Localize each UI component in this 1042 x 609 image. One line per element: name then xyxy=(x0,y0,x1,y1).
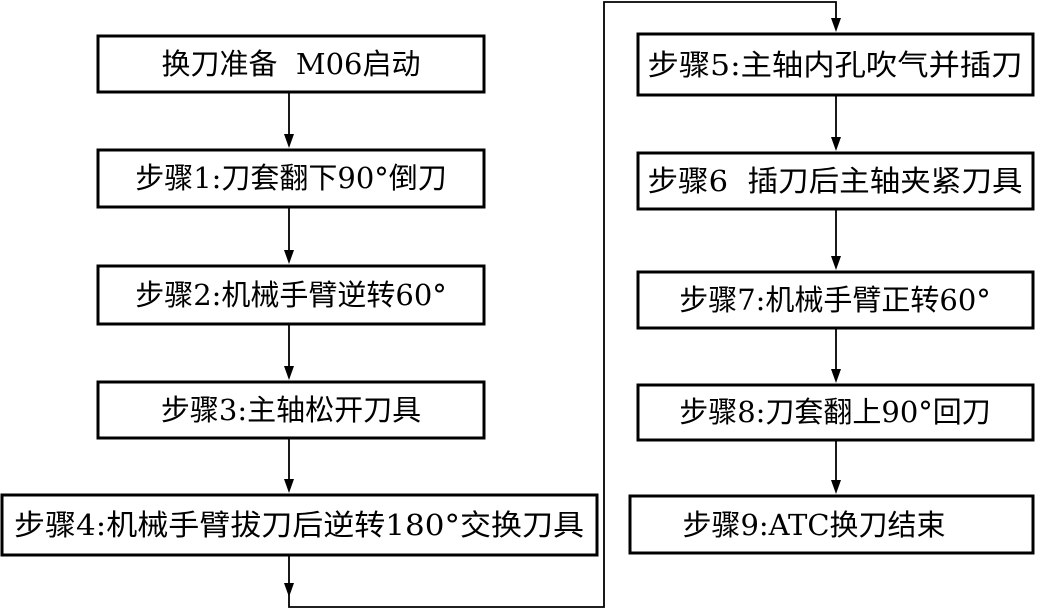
step-box-6 xyxy=(636,151,1035,211)
arrow-head-5-6 xyxy=(831,137,841,151)
step-label-5: 步骤5:主轴内孔吹气并插刀 xyxy=(648,48,1023,82)
step-box-9 xyxy=(628,494,1035,555)
step-0: 换刀准备 M06启动 xyxy=(96,34,486,94)
step-9: 步骤9:ATC换刀结束 xyxy=(628,494,1035,555)
step-box-3 xyxy=(96,380,486,440)
arrow-head-8-9 xyxy=(831,480,841,494)
step-6: 步骤6 插刀后主轴夹紧刀具 xyxy=(636,151,1035,211)
arrow-head-7-8 xyxy=(831,369,841,383)
step-label-7: 步骤7:机械手臂正转60° xyxy=(679,283,991,317)
step-label-8: 步骤8:刀套翻上90°回刀 xyxy=(679,395,991,429)
step-1: 步骤1:刀套翻下90°倒刀 xyxy=(96,148,486,209)
step-box-5 xyxy=(636,32,1035,97)
step-box-4 xyxy=(0,493,599,557)
arrow-head-6-7 xyxy=(831,256,841,270)
step-2: 步骤2:机械手臂逆转60° xyxy=(96,264,486,326)
step-label-2: 步骤2:机械手臂逆转60° xyxy=(135,278,447,312)
arrow-head-0-1 xyxy=(284,134,294,148)
arrow-head-4-5 xyxy=(831,18,841,32)
step-3: 步骤3:主轴松开刀具 xyxy=(96,380,486,440)
step-label-9: 步骤9:ATC换刀结束 xyxy=(682,508,945,542)
step-8: 步骤8:刀套翻上90°回刀 xyxy=(636,383,1035,442)
step-label-1: 步骤1:刀套翻下90°倒刀 xyxy=(135,161,447,195)
step-7: 步骤7:机械手臂正转60° xyxy=(636,270,1035,330)
arrow-head-loop-left xyxy=(284,583,294,597)
step-label-4: 步骤4:机械手臂拔刀后逆转180°交换刀具 xyxy=(14,508,584,542)
arrow-head-1-2 xyxy=(284,250,294,264)
arrow-head-2-3 xyxy=(284,366,294,380)
step-label-0: 换刀准备 M06启动 xyxy=(161,47,420,81)
step-box-0 xyxy=(96,34,486,94)
step-box-8 xyxy=(636,383,1035,442)
step-box-2 xyxy=(96,264,486,326)
step-4: 步骤4:机械手臂拔刀后逆转180°交换刀具 xyxy=(0,493,599,557)
connectors xyxy=(284,1,841,608)
connector-4-5-loop xyxy=(288,1,837,608)
step-box-7 xyxy=(636,270,1035,330)
step-label-6: 步骤6 插刀后主轴夹紧刀具 xyxy=(648,164,1023,198)
step-5: 步骤5:主轴内孔吹气并插刀 xyxy=(636,32,1035,97)
arrow-head-3-4 xyxy=(284,479,294,493)
step-label-3: 步骤3:主轴松开刀具 xyxy=(161,393,421,427)
step-box-1 xyxy=(96,148,486,209)
